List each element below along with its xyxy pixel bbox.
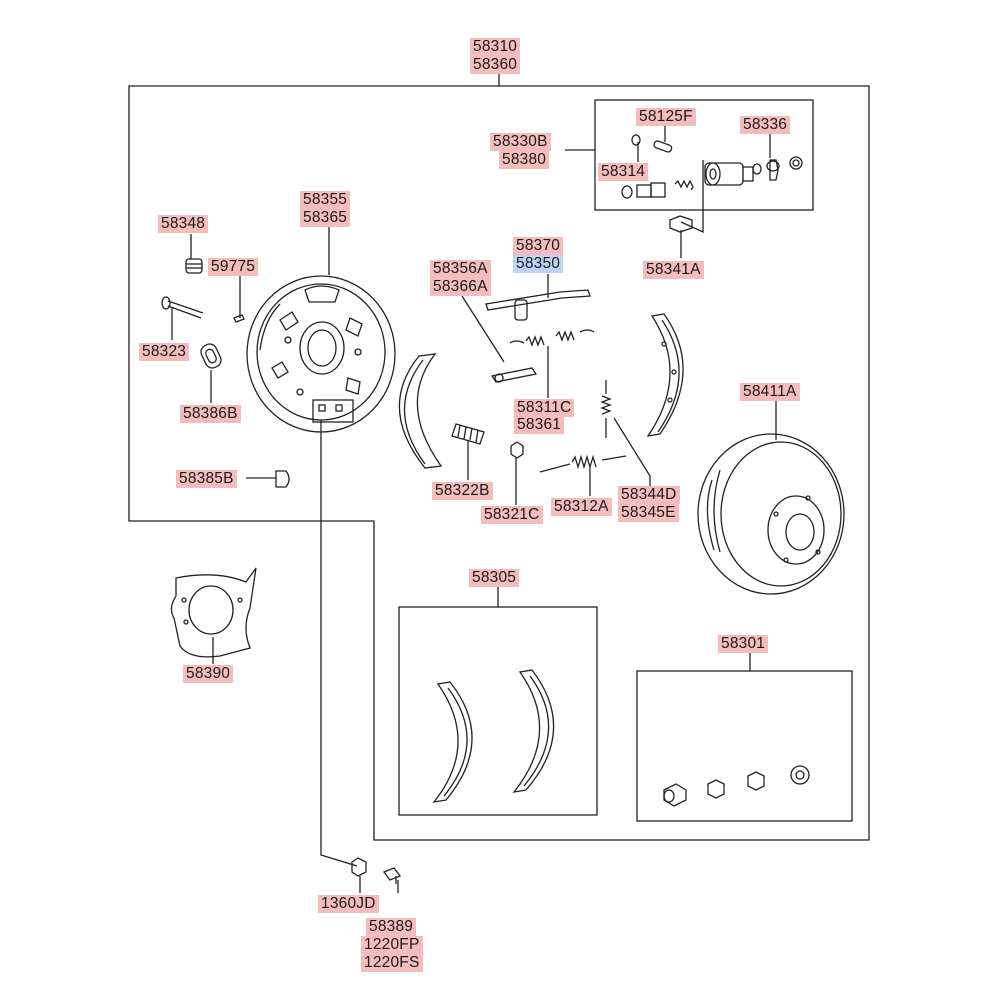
cap-plug-icon [275,470,290,488]
label-58310[interactable]: 58310 [470,38,521,56]
shoe-kit-shoe-right-icon [512,669,555,793]
leader-58356a [461,295,505,363]
wheel-cylinder-icon [704,156,803,186]
label-1360jd[interactable]: 1360JD [318,895,379,913]
bleeder-screw-icon [631,134,693,233]
label-58323[interactable]: 58323 [139,343,190,361]
cylinder-internals-icon [621,179,694,199]
upper-spring-icon [509,329,595,347]
hold-spring-icon [451,423,485,445]
label-58411a[interactable]: 58411A [740,383,800,401]
label-58380[interactable]: 58380 [499,151,550,169]
bolt-icon [382,867,402,884]
label-58356a[interactable]: 58356A [430,260,491,278]
grommet-icon [185,258,203,274]
label-58389[interactable]: 58389 [366,918,417,936]
label-58321c[interactable]: 58321C [481,506,543,524]
label-59775[interactable]: 59775 [208,258,259,276]
label-58370[interactable]: 58370 [513,237,564,255]
nut-icon [351,857,367,877]
label-58336[interactable]: 58336 [740,116,791,134]
label-1220fp[interactable]: 1220FP [361,936,423,954]
label-58341a[interactable]: 58341A [643,261,704,279]
spacer-plate-icon [170,567,257,658]
shoe-kit-shoe-left-icon [432,681,473,803]
label-58322b[interactable]: 58322B [432,482,493,500]
label-58125f[interactable]: 58125F [636,108,696,126]
label-58312a[interactable]: 58312A [551,498,612,516]
label-58344d[interactable]: 58344D [618,486,680,504]
strut-icon [485,274,591,321]
label-58350[interactable]: 58350 [513,255,564,273]
leader-58341a [680,160,704,258]
hold-down-pin-icon [161,296,204,319]
backing-plate-icon [246,275,396,433]
pin-icon [233,314,245,323]
repair-kit-parts-icon [663,765,810,807]
label-58301[interactable]: 58301 [718,635,769,653]
label-58345e[interactable]: 58345E [618,504,679,522]
label-58366a[interactable]: 58366A [430,278,491,296]
label-58311c[interactable]: 58311C [514,399,575,417]
label-58386b[interactable]: 58386B [180,405,241,423]
label-58390[interactable]: 58390 [183,665,234,683]
brake-shoe-left-icon [398,353,443,469]
parking-lever-icon [490,367,538,383]
main-assembly-frame [128,85,870,841]
leader-58344d [613,417,651,486]
label-58305[interactable]: 58305 [469,569,520,587]
repair-kit-box [636,670,853,822]
plug-icon [200,343,222,369]
lower-spring-icon [539,454,627,473]
label-58360[interactable]: 58360 [470,56,521,74]
brake-shoe-right-icon [646,313,684,437]
brake-drum-icon [697,433,845,595]
label-1220fs[interactable]: 1220FS [361,954,423,972]
label-58314[interactable]: 58314 [598,163,649,181]
shoe-kit-box [398,606,598,816]
wheel-cylinder-box [594,99,814,211]
adjuster-spring-icon [600,380,612,438]
cup-icon [510,441,524,459]
label-58361[interactable]: 58361 [514,416,565,434]
leader-bolts [320,420,399,893]
label-58355[interactable]: 58355 [300,191,351,209]
label-58330b[interactable]: 58330B [490,133,551,151]
label-58385b[interactable]: 58385B [176,470,237,488]
label-58365[interactable]: 58365 [300,209,351,227]
label-58348[interactable]: 58348 [158,215,209,233]
